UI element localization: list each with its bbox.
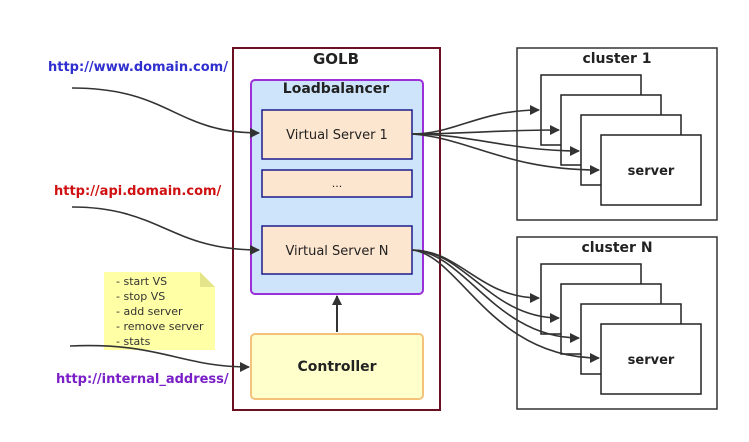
cluster-1-title: cluster 1 bbox=[582, 51, 651, 67]
vsn-to-clusterN-server-4-arrow bbox=[411, 249, 600, 363]
cluster-n-title: cluster N bbox=[581, 240, 652, 256]
virtual-server-n bbox=[261, 225, 413, 275]
internal-request-arrow bbox=[69, 344, 250, 372]
vsn-to-clusterN-server-2-arrow bbox=[411, 249, 560, 323]
note-line-5: - stats bbox=[116, 335, 151, 348]
golb-title: GOLB bbox=[313, 50, 359, 68]
virtual-server-ellipsis bbox=[261, 169, 413, 198]
vs1-to-cluster1-server-3-arrow bbox=[411, 133, 580, 156]
virtual-server-1-label: Virtual Server 1 bbox=[286, 128, 388, 143]
controller-box bbox=[250, 333, 424, 400]
note-line-3: - add server bbox=[116, 305, 183, 318]
url-internal-label: http://internal_address/ bbox=[56, 372, 229, 387]
controller-title: Controller bbox=[297, 359, 376, 375]
vs1-to-cluster1-server-4-arrow bbox=[411, 133, 600, 175]
note-line-2: - stop VS bbox=[116, 290, 165, 303]
note-line-1: - start VS bbox=[116, 275, 167, 288]
virtual-server-1 bbox=[261, 109, 413, 160]
cluster-n-server-front bbox=[600, 323, 702, 395]
url-api-label: http://api.domain.com/ bbox=[54, 184, 222, 199]
virtual-server-ellipsis-label: ... bbox=[332, 177, 343, 190]
vsn-to-clusterN-server-3-arrow bbox=[411, 249, 580, 343]
cluster-1: cluster 1 server bbox=[516, 47, 718, 221]
loadbalancer-title: Loadbalancer bbox=[283, 81, 389, 97]
cluster-1-server-label: server bbox=[628, 164, 675, 179]
cluster-n: cluster N server bbox=[516, 236, 718, 410]
cluster-n-server-label: server bbox=[628, 353, 675, 368]
note-line-4: - remove server bbox=[116, 320, 204, 333]
controller-commands-note: - start VS - stop VS - add server - remo… bbox=[104, 272, 215, 350]
url-www-label: http://www.domain.com/ bbox=[48, 60, 228, 75]
www-request-arrow bbox=[71, 87, 260, 138]
virtual-server-n-label: Virtual Server N bbox=[285, 244, 388, 259]
api-request-arrow bbox=[71, 206, 260, 255]
cluster-1-server-front bbox=[600, 134, 702, 206]
